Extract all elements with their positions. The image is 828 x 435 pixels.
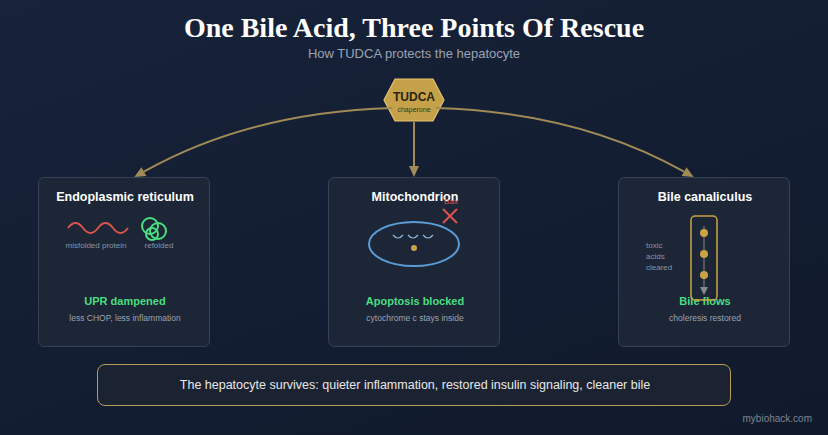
illustration-label: refolded bbox=[137, 241, 181, 251]
bile-dot bbox=[700, 271, 708, 279]
arrowhead bbox=[134, 167, 146, 177]
effect-detail: less CHOP, less inflammation bbox=[39, 313, 211, 324]
arrowhead bbox=[409, 166, 419, 177]
organelle-panel: Bile canaliculus toxic acids clearedBile … bbox=[618, 177, 790, 347]
flow-arrowhead bbox=[700, 287, 708, 295]
panel-heading: Endoplasmic reticulum bbox=[39, 189, 211, 205]
flow-line bbox=[704, 226, 705, 290]
panel-heading: Mitochondrion bbox=[329, 189, 501, 205]
watermark: mybiohack.com bbox=[700, 412, 812, 425]
agent-name: TUDCA bbox=[383, 90, 445, 106]
protein-label: Bax bbox=[439, 197, 463, 207]
diagram-title: One Bile Acid, Three Points Of Rescue bbox=[0, 10, 828, 46]
refolded-loop bbox=[142, 218, 158, 234]
organelle-panel: Endoplasmic reticulum misfolded protein re… bbox=[38, 177, 210, 347]
agent-hexagon: TUDCAchaperone bbox=[383, 78, 445, 122]
bile-dot bbox=[700, 229, 708, 237]
summary-band: The hepatocyte survives: quieter inflamm… bbox=[97, 364, 731, 406]
connector-arrow bbox=[409, 122, 419, 177]
organelle-panel: MitochondrionBaxApoptosis blocked cytochr… bbox=[328, 177, 500, 347]
effect-detail: cytochrome c stays inside bbox=[329, 313, 501, 324]
bax-cross bbox=[443, 209, 457, 223]
illustration-label: toxic acids cleared bbox=[646, 240, 680, 274]
connector-line bbox=[144, 108, 392, 172]
bile-dot bbox=[700, 250, 708, 258]
connector-arrow bbox=[436, 108, 694, 177]
misfolded-wave bbox=[68, 223, 128, 233]
arrowhead bbox=[682, 167, 694, 177]
agent-role: chaperone bbox=[383, 105, 445, 114]
effect-heading: UPR dampened bbox=[39, 294, 211, 308]
connector-line bbox=[413, 122, 415, 166]
cristae bbox=[393, 235, 433, 238]
summary-text: The hepatocyte survives: quieter inflamm… bbox=[98, 377, 732, 393]
subtitle: How TUDCA protects the hepatocyte bbox=[0, 46, 828, 63]
effect-heading: Bile flows bbox=[619, 294, 791, 308]
cytochrome-dot bbox=[411, 245, 417, 251]
canaliculus-tube bbox=[691, 216, 717, 300]
refolded-loop bbox=[150, 223, 166, 239]
refolded-loop bbox=[146, 228, 158, 240]
panel-heading: Bile canaliculus bbox=[619, 189, 791, 205]
hexagon-fill bbox=[384, 79, 444, 121]
mitochondrion-outline bbox=[369, 222, 459, 266]
effect-detail: choleresis restored bbox=[619, 313, 791, 324]
connector-line bbox=[436, 108, 684, 172]
effect-heading: Apoptosis blocked bbox=[329, 294, 501, 308]
connector-arrow bbox=[134, 108, 392, 177]
illustration-label: misfolded protein bbox=[59, 241, 133, 251]
